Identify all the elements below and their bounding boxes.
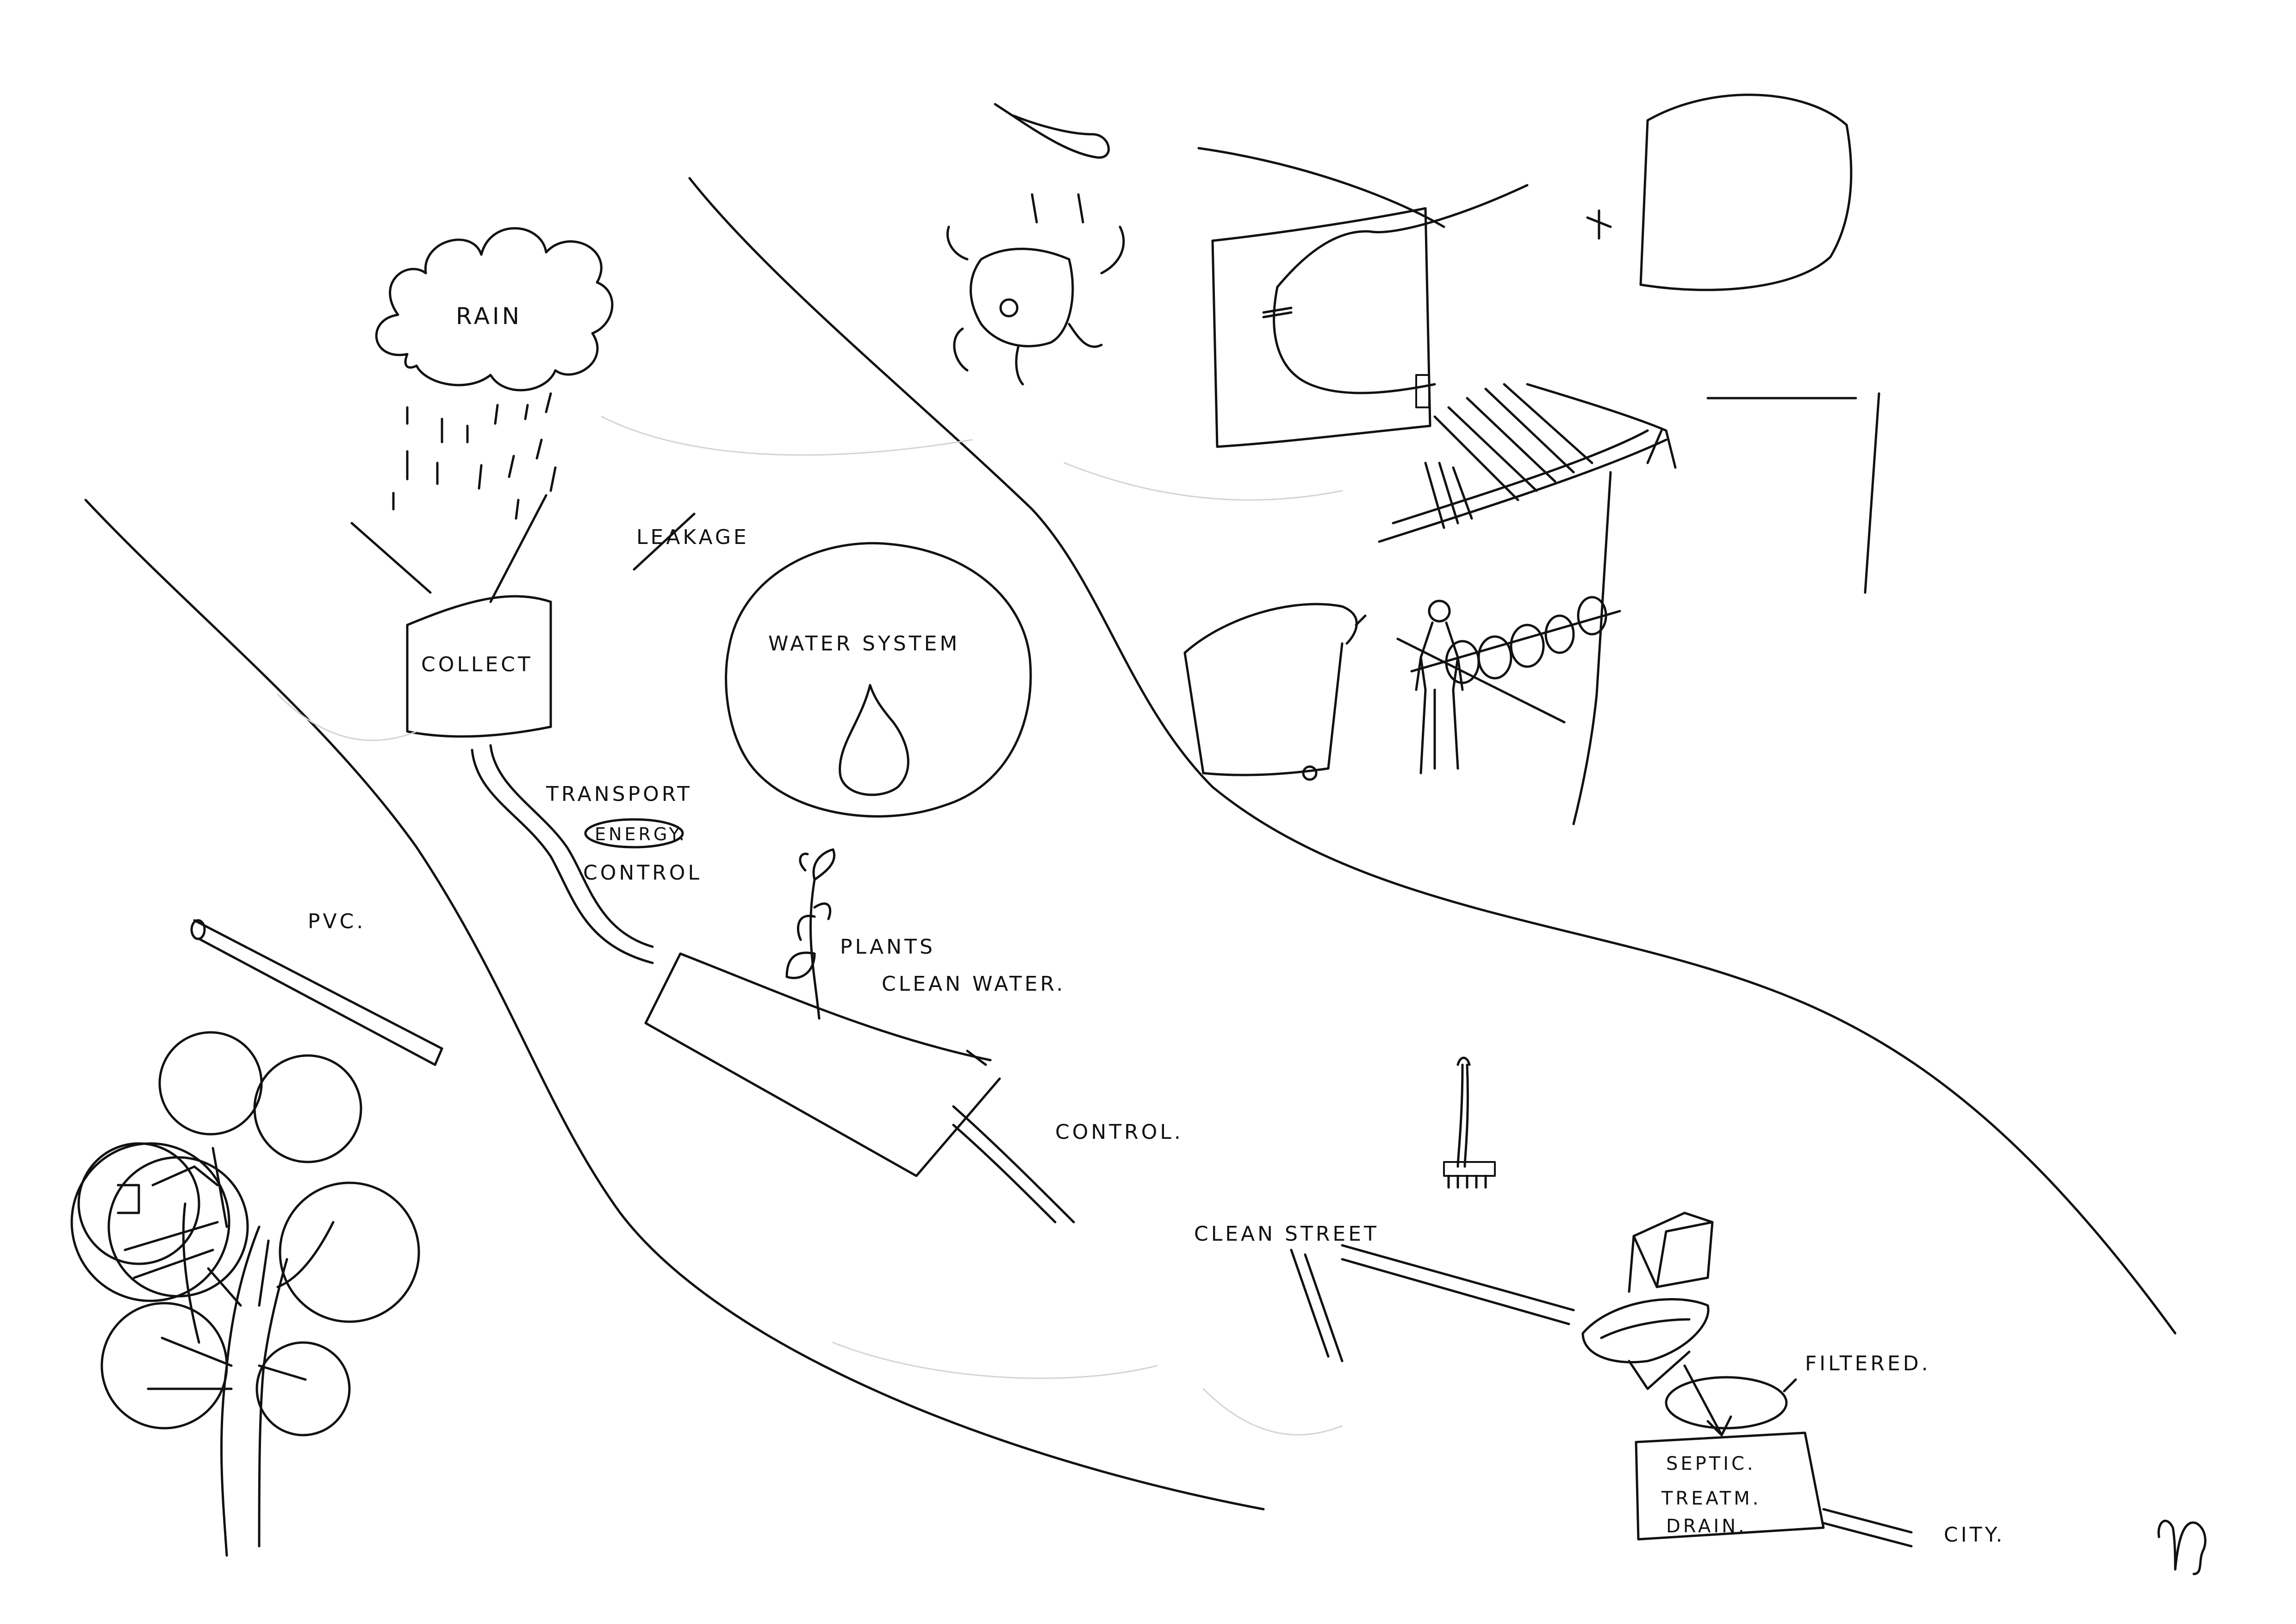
septic-label: SEPTIC. [1666,1453,1756,1474]
toilet-icon [1583,1213,1712,1389]
transport-label: TRANSPORT [546,782,692,806]
transport-pipe [472,745,653,963]
water-system-label: WATER SYSTEM [768,632,960,656]
storage-tank [1587,95,1851,290]
middle-divider-curve [690,178,2175,1333]
collect-container: COLLECT [352,495,551,737]
water-drop-icon [840,685,908,795]
plant-sprout-icon [787,849,834,1018]
drain-label: DRAIN. [1666,1516,1747,1537]
filter-ellipse [1666,1366,1796,1435]
clean-street-label: CLEAN STREET [1194,1222,1379,1246]
rain-cloud-icon: RAIN [376,228,612,390]
signature-icon [2159,1521,2205,1574]
person-icon [1416,601,1462,773]
tree-icon [72,1032,419,1555]
rain-streaks [393,394,555,518]
pvc-pipe [192,920,442,1065]
treatm-label: TREATM. [1661,1488,1761,1509]
rain-label: RAIN [456,303,522,330]
street-lines [1291,1245,1574,1361]
water-system-circle: WATER SYSTEM [726,543,1031,816]
control-label-2: CONTROL. [1055,1120,1183,1144]
energy-badge: ENERGY. [585,819,687,847]
solar-collector [1379,384,1675,824]
wall-corner [1708,394,1879,593]
plants-label: PLANTS [840,935,935,959]
city-label: CITY. [1944,1523,2005,1547]
left-divider-curve [86,500,1263,1509]
filtered-label: FILTERED. [1805,1352,1931,1375]
control-label-1: CONTROL [583,861,702,885]
screen-panel [1199,148,1527,447]
pointing-finger-sketch [995,104,1108,157]
pvc-label: PVC. [308,910,366,933]
leakage-label: LEAKAGE [636,525,749,549]
collect-label: COLLECT [421,653,533,676]
clean-water-label: CLEAN WATER. [882,972,1066,996]
sun-icon [947,194,1123,384]
broom-icon [1444,1058,1495,1187]
energy-label: ENERGY. [595,824,687,844]
leakage-note: LEAKAGE [634,514,749,569]
septic-box: SEPTIC. TREATM. DRAIN. [1636,1433,1911,1546]
tub-basin [1185,604,1365,780]
